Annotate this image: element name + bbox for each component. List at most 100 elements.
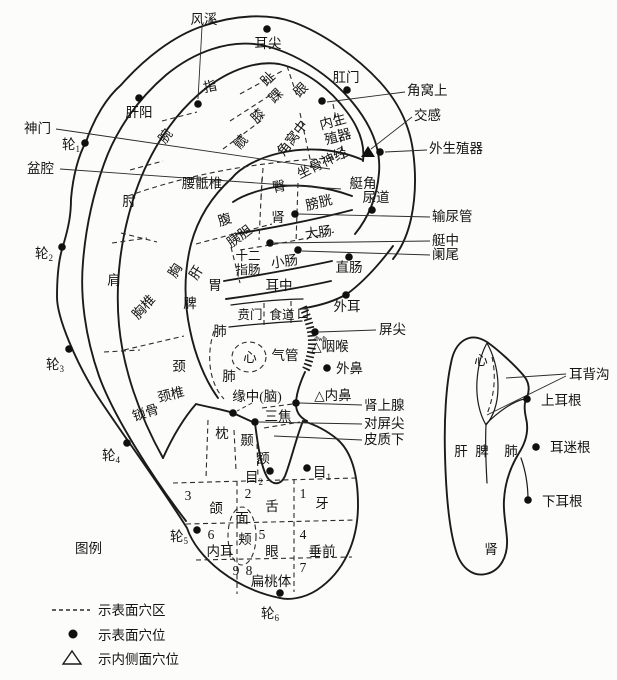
lumbar-arc <box>127 157 334 197</box>
crus-div-1 <box>286 65 298 97</box>
dot-pingjian <box>311 328 319 336</box>
scapha-div-1 <box>161 111 198 122</box>
label-lun4: 轮4 <box>102 448 121 465</box>
label-zhichang: 直肠 <box>336 260 363 275</box>
jiaogan-triangle-icon <box>361 146 375 157</box>
scapha-inner-path <box>116 62 365 459</box>
antitragus-path <box>162 402 256 459</box>
occiput-div <box>205 419 209 479</box>
helix-crus-lower-path <box>225 280 332 300</box>
tragus-hatch-band <box>299 305 316 374</box>
temple-div <box>233 429 237 471</box>
leader-duipingjian <box>258 421 363 425</box>
cheek-oval <box>227 506 257 566</box>
label-lobe-3: 3 <box>185 488 192 503</box>
label-fei-lower: 肺 <box>222 369 236 384</box>
dot-biantaoti <box>276 589 284 597</box>
label-backear-gan: 肝 <box>454 444 468 459</box>
inferior-crus-bottom-path <box>232 184 353 203</box>
label-lobe-8: 8 <box>246 563 253 578</box>
label-fu-abdomen: 腹 <box>216 209 234 229</box>
label-benmen: 贲门 <box>237 307 262 322</box>
label-pingjian: 屏尖 <box>379 322 406 337</box>
label-lun3: 轮3 <box>46 357 65 374</box>
legend-title: 图例 <box>75 541 102 556</box>
food-row-bottom-path <box>228 320 303 328</box>
legend-inner-point-label: 示内侧面穴位 <box>98 652 179 667</box>
label-xi-knee: 膝 <box>248 105 269 126</box>
dot-lun5 <box>193 526 201 534</box>
concha-left-path <box>184 177 233 399</box>
acupoint-dots <box>58 25 540 639</box>
dot-gangmen <box>343 86 351 94</box>
leader-penqiang <box>59 168 342 190</box>
label-jiaowoshang: 角窝上 <box>407 82 448 98</box>
leader-jiaowoshang <box>326 91 406 103</box>
label-neibi: △内鼻 <box>314 387 351 403</box>
food-row-top-path <box>230 298 304 306</box>
smallint-arc <box>239 231 335 251</box>
label-penqiang: 盆腔 <box>27 161 54 176</box>
leader-fengxi <box>197 26 203 100</box>
leader-shenmen <box>55 128 331 170</box>
label-yidan: 胰胆 <box>224 222 255 250</box>
label-zhichang-2: 指肠 <box>235 262 260 277</box>
label-ermigen: 耳迷根 <box>550 440 591 455</box>
label-nie-temple: 颞 <box>240 433 254 448</box>
label-mian-face: 面 <box>235 511 249 526</box>
label-she-tongue: 舌 <box>265 499 279 514</box>
label-jingzhui: 颈椎 <box>156 384 186 405</box>
backear-lower-root-line <box>520 457 529 501</box>
label-neishengzhiqi-2: 殖器 <box>323 125 354 148</box>
label-lobe-9: 9 <box>233 563 240 578</box>
watermark-text: dwb <box>314 335 327 343</box>
dot-mu1 <box>303 464 311 472</box>
label-backear-shen: 肾 <box>484 542 498 557</box>
label-kuan-hip: 髋 <box>230 131 251 152</box>
dot-xiaergen <box>524 496 532 504</box>
dot-waier <box>342 291 350 299</box>
label-gen-heel: 跟 <box>291 79 312 100</box>
dot-ganyang <box>135 94 143 102</box>
label-zhi-finger: 指 <box>202 78 218 95</box>
tragus-lower-path <box>295 371 308 422</box>
zone-dashed-lines <box>103 65 495 594</box>
label-qiguan: 气管 <box>272 348 299 363</box>
label-kou-mouth: 口 <box>297 307 310 321</box>
label-fengxi: 风溪 <box>191 12 218 27</box>
label-tun: 臀 <box>271 178 287 195</box>
label-shen-kidney: 肾 <box>271 210 285 225</box>
intestine-arc-path <box>235 209 353 235</box>
label-duipingjian: 对屏尖 <box>364 416 405 431</box>
dot-lanwei <box>294 246 302 254</box>
legend-zone-label: 示表面穴区 <box>98 603 166 618</box>
label-pangguang: 膀胱 <box>304 191 335 213</box>
label-e-forehead: 额 <box>256 451 270 466</box>
label-lanwei: 阑尾 <box>432 247 459 262</box>
label-lobe-4: 4 <box>300 527 307 542</box>
fossa-div-2 <box>332 103 346 163</box>
label-ya-teeth: 牙 <box>315 496 329 511</box>
label-xiaochang: 小肠 <box>270 252 299 271</box>
label-tingzhong: 艇中 <box>432 233 459 248</box>
label-xiaergen: 下耳根 <box>542 494 583 509</box>
abdomen-div <box>195 223 273 245</box>
leader-yuanzhong <box>236 402 253 412</box>
label-shenshangxian: 肾上腺 <box>364 398 405 413</box>
label-waier: 外耳 <box>334 299 361 314</box>
label-lun1: 轮1 <box>62 137 80 154</box>
label-ganyang: 肝阳 <box>126 105 153 120</box>
label-xin-heart: 心 <box>243 350 257 365</box>
label-shier: 十二 <box>235 249 260 263</box>
leader-pizhixia <box>273 435 363 441</box>
label-lobe-5: 5 <box>259 527 266 542</box>
leader-shuniaoguan <box>298 213 431 218</box>
leader-shenshangxian <box>299 402 363 406</box>
label-waibi: 外鼻 <box>336 360 363 376</box>
label-neishengzhiqi-1: 内生 <box>318 111 348 132</box>
outer-helix-path <box>56 15 416 599</box>
label-tingjiao: 艇角 <box>350 176 377 191</box>
backear-spleen-line <box>484 424 488 484</box>
label-erzhong: 耳中 <box>266 278 293 293</box>
